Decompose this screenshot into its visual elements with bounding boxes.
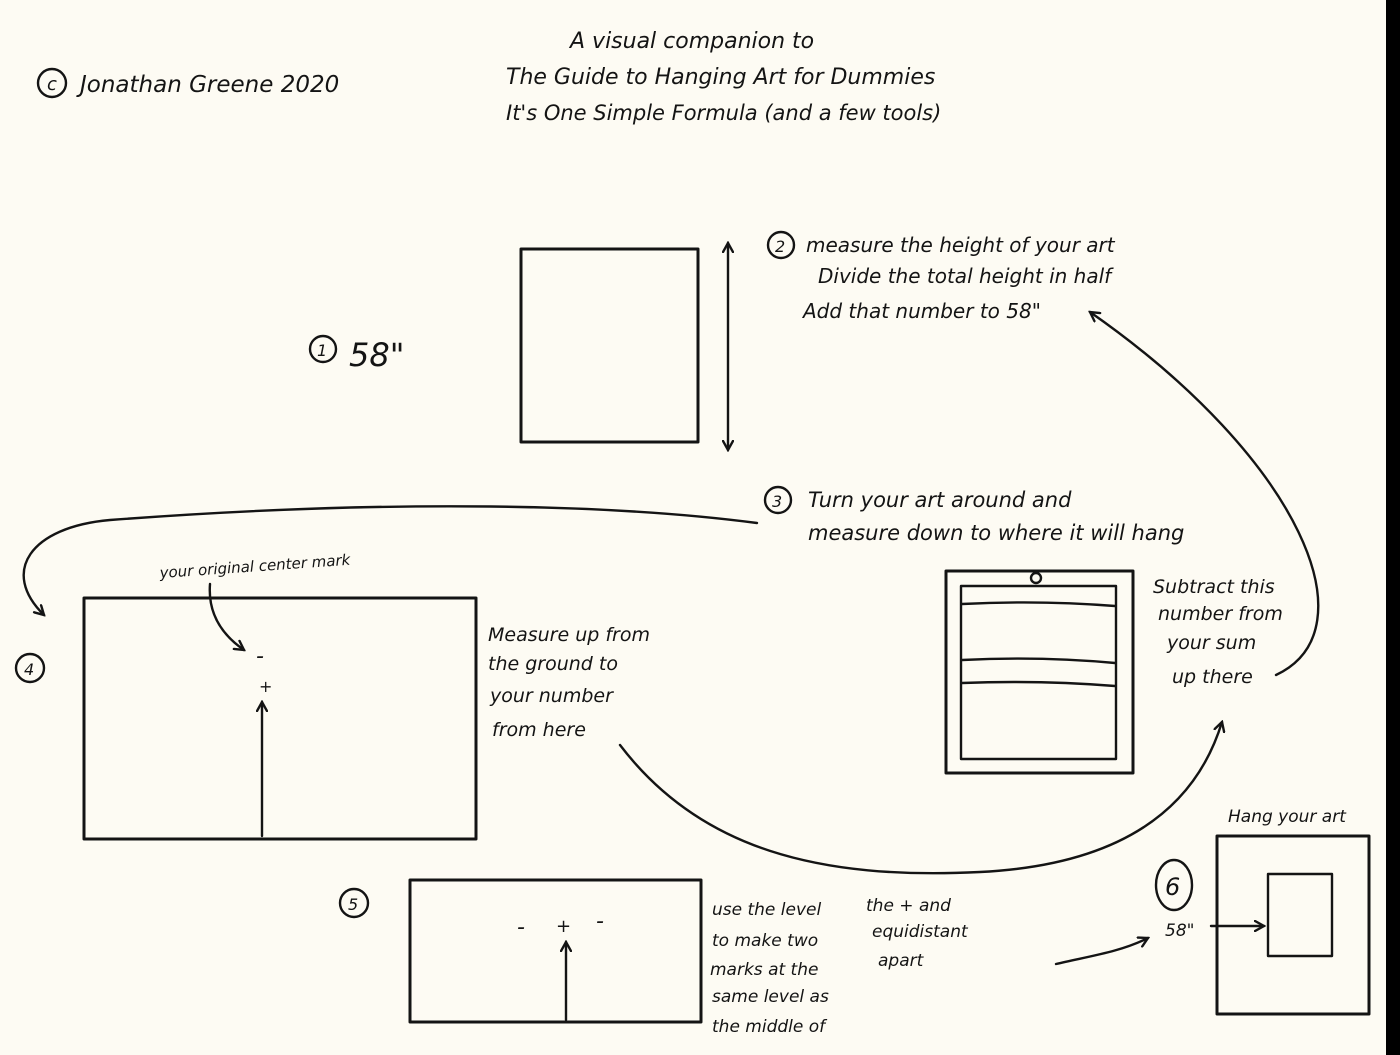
copyright-symbol: c — [47, 74, 57, 95]
step-5-note-left-line-4: same level as — [712, 987, 829, 1007]
step-4-number: 4 — [24, 660, 34, 679]
copyright-text: Jonathan Greene 2020 — [76, 72, 339, 98]
level-mark-right: - — [596, 909, 604, 934]
step-2-line-3: Add that number to 58" — [801, 299, 1041, 323]
step-4-number-circle — [14, 652, 46, 684]
step-3: 3 Turn your art around and measure down … — [763, 485, 1184, 545]
step-5-note-left-line-2: to make two — [712, 931, 818, 951]
step-5-number: 5 — [348, 895, 358, 914]
subtract-note: Subtract this number from your sum up th… — [1153, 576, 1283, 688]
step-5-note-right-line-3: apart — [878, 951, 925, 971]
step-5: 5 - + - use the level to make two marks … — [338, 878, 969, 1037]
hanging-hook-icon — [1029, 571, 1043, 585]
step-1: 1 58" — [308, 334, 404, 374]
step-2-number: 2 — [775, 237, 785, 256]
step-5-note-right-line-1: the + and — [866, 896, 951, 916]
subtract-note-line-1: Subtract this — [1153, 576, 1275, 598]
wall-section-step-5 — [408, 878, 703, 1024]
step-4-note-line-1: Measure up from — [488, 624, 650, 646]
step-4-note-line-4: from here — [492, 719, 586, 741]
arrow-step-4-to-art-back — [618, 722, 1222, 875]
hung-artwork — [1266, 872, 1334, 958]
wall-section-step-4 — [82, 596, 478, 841]
center-mark-pointer-arrow — [208, 582, 244, 650]
art-back-inner-frame — [959, 584, 1118, 761]
step-5-note-left-line-5: the middle of — [712, 1017, 828, 1037]
arrow-to-step-6 — [1054, 938, 1148, 966]
title-line-2: The Guide to Hanging Art for Dummies — [506, 65, 935, 90]
art-back-rail-2 — [960, 657, 1117, 665]
step-5-note-left-line-3: marks at the — [710, 960, 818, 980]
step-6-label: 58" — [1165, 921, 1194, 941]
art-back-rail-1 — [960, 601, 1117, 608]
subtract-note-line-4: up there — [1172, 666, 1253, 688]
step-1-number-circle — [308, 334, 338, 364]
art-back-rail-3 — [960, 680, 1117, 688]
title-block: A visual companion to The Guide to Hangi… — [506, 29, 941, 125]
art-back-outer-frame — [944, 569, 1135, 775]
level-mark-left: - — [517, 915, 525, 940]
step-3-number-circle — [763, 485, 793, 515]
step-2: 2 measure the height of your art Divide … — [519, 230, 1116, 450]
step-2-line-1: measure the height of your art — [806, 233, 1116, 257]
step-2-line-2: Divide the total height in half — [818, 264, 1114, 288]
step-2-number-circle — [766, 230, 796, 260]
step-3-number: 3 — [772, 492, 782, 511]
step-5-note-right-line-2: equidistant — [872, 922, 969, 942]
step-6-number: 6 — [1165, 873, 1180, 901]
step-3-line-2: measure down to where it will hang — [808, 521, 1184, 545]
step-4-note-line-3: your number — [489, 685, 614, 707]
step-4-note-line-2: the ground to — [488, 653, 618, 675]
arrow-step-3-to-step-4 — [22, 505, 759, 615]
level-mark-center: + — [556, 916, 571, 937]
step-1-label: 58" — [349, 336, 404, 374]
title-line-3: It's One Simple Formula (and a few tools… — [506, 101, 941, 125]
step-3-line-1: Turn your art around and — [808, 488, 1072, 512]
title-line-1: A visual companion to — [568, 29, 814, 54]
step-6: Hang your art 6 58" — [1054, 807, 1371, 1016]
copyright: c Jonathan Greene 2020 — [36, 67, 339, 99]
subtract-note-line-3: your sum — [1166, 632, 1256, 654]
step-1-number: 1 — [317, 341, 327, 360]
center-mark-minus: - — [256, 644, 264, 669]
copyright-icon — [36, 67, 68, 99]
step-4: 4 your original center mark - + Measure … — [14, 551, 650, 841]
center-mark-plus: + — [259, 677, 272, 696]
hang-your-art-caption: Hang your art — [1228, 807, 1347, 827]
subtract-note-line-2: number from — [1158, 603, 1283, 625]
arrow-subtract-to-step-2 — [1090, 312, 1320, 677]
center-mark-label: your original center mark — [158, 551, 352, 582]
step-5-number-circle — [338, 887, 370, 919]
step-5-note-left-line-1: use the level — [712, 900, 821, 920]
artwork-frame — [519, 247, 700, 444]
art-back-view — [944, 569, 1135, 775]
step-6-number-circle — [1154, 858, 1194, 912]
